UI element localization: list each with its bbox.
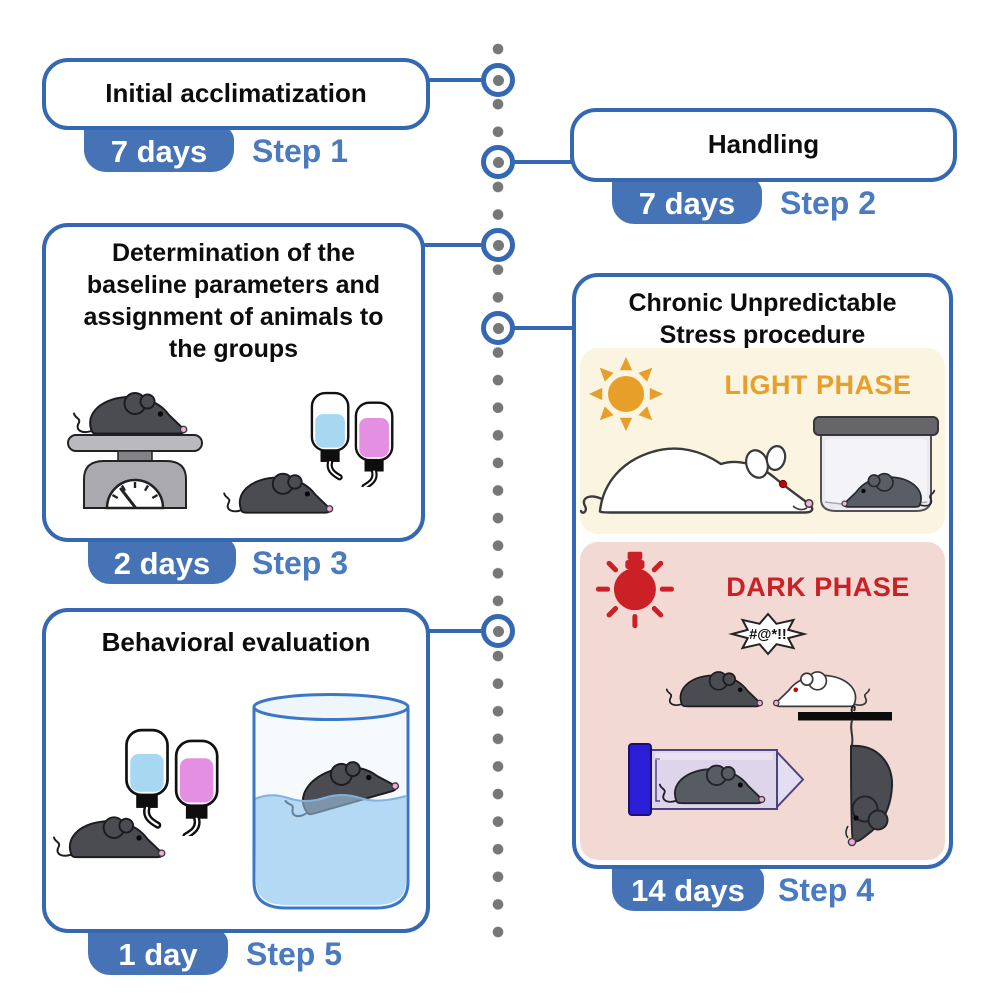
dark-phase-label: DARK PHASE (726, 572, 910, 602)
dark-phase-panel: DARK PHASE #@*!! (580, 542, 945, 860)
step-card-1: Initial acclimatization (42, 58, 430, 130)
tail-suspension-icon (798, 705, 894, 847)
timeline-node (481, 614, 515, 648)
step-card-2: Handling (570, 108, 957, 182)
duration-badge: 7 days (612, 178, 762, 224)
duration-badge: 2 days (88, 538, 236, 584)
step-number-label: Step 4 (778, 871, 875, 908)
timeline-node (481, 63, 515, 97)
node-dot (492, 74, 504, 86)
drink-bottles-icon (125, 728, 219, 836)
step-title: Behavioral evaluation (101, 627, 371, 657)
light-phase-panel: LIGHT PHASE (580, 348, 945, 534)
step-card-4: Chronic Unpredictable Stress procedure L… (572, 273, 953, 869)
sun-icon (588, 356, 664, 432)
duration-badge: 7 days (84, 126, 234, 172)
connector-line (512, 160, 572, 164)
connector-line (426, 78, 484, 82)
fighting-mice-icon: #@*!! (665, 612, 871, 708)
connector-line (512, 326, 574, 330)
restraint-tube-icon (628, 743, 805, 816)
step-number-label: Step 1 (252, 132, 349, 169)
mouse-icon (52, 816, 166, 859)
step-title: Handling (707, 129, 820, 160)
node-dot (492, 156, 504, 168)
step-title: Determination of the baseline parameters… (83, 239, 384, 363)
duration-badge: 14 days (612, 865, 764, 911)
light-phase-label: LIGHT PHASE (724, 370, 912, 400)
step-number-label: Step 2 (780, 184, 877, 221)
timeline-node (481, 145, 515, 179)
node-dot (492, 239, 504, 251)
white-rat-icon (580, 445, 814, 514)
drink-bottles-icon (310, 391, 394, 487)
speech-burst-text: #@*!! (749, 627, 787, 643)
step-title: Chronic Unpredictable Stress procedure (628, 289, 897, 349)
connector-line (421, 243, 484, 247)
red-bulb-icon (595, 551, 674, 629)
timeline-dotted-line (492, 42, 504, 942)
step-card-5: Behavioral evaluation (42, 608, 430, 933)
step-card-3: Determination of the baseline parameters… (42, 223, 425, 542)
timeline-node (481, 311, 515, 345)
step-number-label: Step 5 (246, 935, 343, 972)
jar-mouse-icon (813, 416, 939, 512)
duration-badge: 1 day (88, 929, 228, 975)
step-number-label: Step 3 (252, 544, 349, 581)
step-title: Initial acclimatization (105, 78, 367, 109)
timeline-node (481, 228, 515, 262)
connector-line (426, 629, 484, 633)
speech-burst (728, 612, 808, 656)
weighing-scale-icon (67, 392, 203, 510)
node-dot (492, 625, 504, 637)
node-dot (492, 322, 504, 334)
swim-beaker-icon (252, 693, 410, 910)
